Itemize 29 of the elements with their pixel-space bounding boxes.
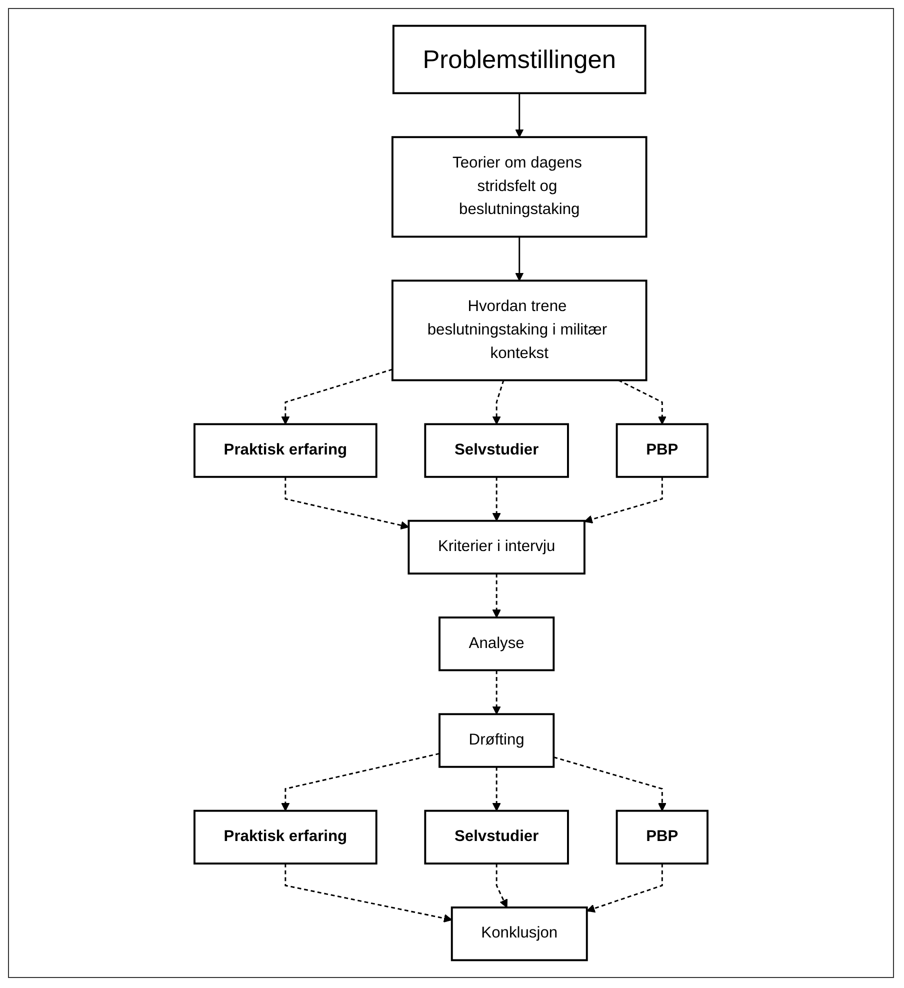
arrow <box>284 864 452 923</box>
node-box: Praktisk erfaring <box>194 423 378 478</box>
arrow <box>553 756 666 812</box>
node-box: Drøfting <box>438 713 555 768</box>
node-box: Kriterier i intervju <box>408 520 586 575</box>
node-box: Analyse <box>438 616 555 672</box>
arrow <box>284 476 410 530</box>
arrow <box>515 93 524 138</box>
arrow <box>281 368 393 425</box>
node-box: Teorier om dagens stridsfelt og beslutningstaking <box>391 136 648 238</box>
arrow <box>618 380 666 425</box>
arrow <box>584 476 663 524</box>
arrow <box>515 236 524 282</box>
node-box: Hvordan trene beslutningstaking i militær kontekst <box>391 280 648 382</box>
arrow <box>492 670 501 715</box>
node-box: PBP <box>616 810 708 864</box>
arrow <box>496 864 508 908</box>
arrow <box>492 380 504 425</box>
arrow <box>492 766 501 812</box>
arrow <box>586 864 663 913</box>
node-box: Problemstillingen <box>392 24 646 94</box>
node-box: Praktisk erfaring <box>194 810 378 864</box>
arrow <box>281 752 440 812</box>
node-box: Konklusjon <box>450 906 588 962</box>
node-box: PBP <box>616 423 708 478</box>
node-box: Selvstudier <box>424 810 569 864</box>
node-box: Selvstudier <box>424 423 569 478</box>
arrow <box>492 476 501 522</box>
arrow <box>492 574 501 618</box>
